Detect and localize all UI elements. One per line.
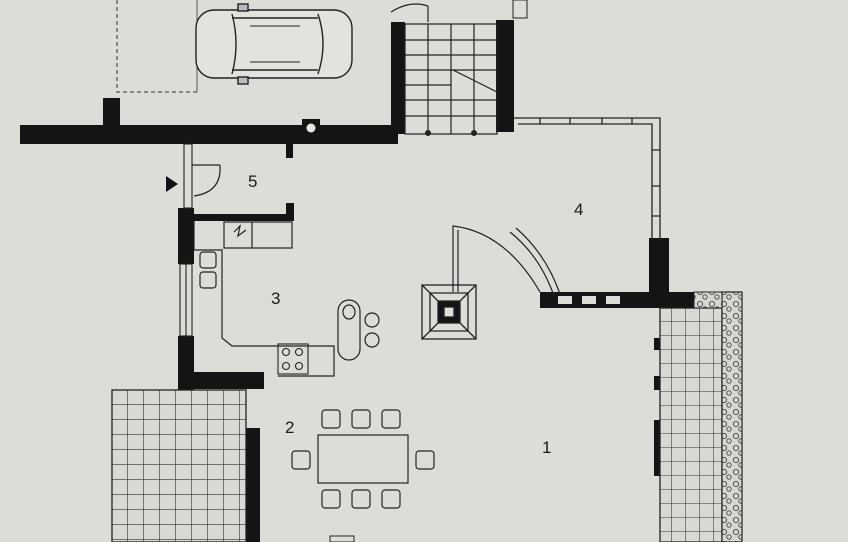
gravel-strip bbox=[721, 291, 743, 542]
stove-icon bbox=[277, 343, 309, 375]
gravel-corner bbox=[693, 291, 723, 309]
column-marker bbox=[302, 119, 320, 137]
staircase bbox=[404, 23, 498, 137]
room-label-5: 5 bbox=[248, 172, 257, 191]
glazing-entry bbox=[183, 143, 193, 209]
glazing-west bbox=[179, 263, 193, 337]
sideboard bbox=[329, 535, 355, 542]
kitchen-island-icon bbox=[337, 299, 380, 361]
fridge-symbol bbox=[233, 224, 247, 238]
terrace-east bbox=[659, 307, 723, 542]
kitchen-counter bbox=[193, 221, 335, 377]
carport bbox=[116, 0, 198, 93]
entrance-door bbox=[192, 164, 221, 197]
meter-box bbox=[512, 0, 528, 19]
room-label-1: 1 bbox=[542, 438, 551, 457]
sliding-door bbox=[452, 225, 561, 297]
upper-door bbox=[390, 3, 429, 22]
windows bbox=[558, 296, 620, 304]
terrace-west bbox=[111, 389, 247, 542]
room-label-3: 3 bbox=[271, 289, 280, 308]
car-icon bbox=[195, 3, 353, 85]
glazing-east bbox=[514, 117, 661, 240]
entrance-arrow-icon bbox=[166, 176, 178, 192]
room-label-2: 2 bbox=[285, 418, 294, 437]
fireplace-icon bbox=[421, 284, 477, 340]
dining-table-icon bbox=[291, 409, 435, 509]
room-label-4: 4 bbox=[574, 200, 583, 219]
